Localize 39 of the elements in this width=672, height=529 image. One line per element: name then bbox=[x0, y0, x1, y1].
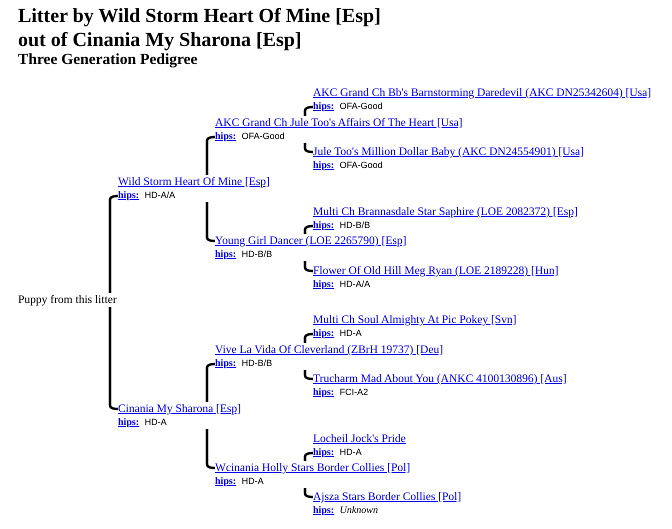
pedigree-brace bbox=[304, 370, 314, 380]
pedigree-brace bbox=[304, 106, 314, 116]
hips-rating: hips: HD-B/B bbox=[313, 219, 370, 232]
hips-rating: hips: Unknown bbox=[313, 504, 378, 517]
hips-rating: hips: FCI-A2 bbox=[313, 386, 368, 399]
hips-rating: hips: HD-A/A bbox=[313, 278, 370, 291]
pedigree-brace bbox=[304, 224, 314, 234]
dog-name-link: Cinania My Sharona [Esp] bbox=[118, 402, 241, 416]
hips-rating: hips: HD-A bbox=[313, 446, 362, 459]
hips-rating: hips: OFA-Good bbox=[313, 159, 383, 172]
hips-rating: hips: HD-B/B bbox=[215, 357, 272, 370]
pedigree-brace bbox=[304, 332, 314, 343]
dog-name-link: Young Girl Dancer (LOE 2265790) [Esp] bbox=[215, 234, 406, 248]
pedigree-title: Litter by Wild Storm Heart Of Mine [Esp] out of Cinania My Sharona [Esp] bbox=[18, 4, 382, 52]
dog-name-link: Wild Storm Heart Of Mine [Esp] bbox=[118, 175, 270, 189]
hips-rating: hips: HD-A bbox=[118, 416, 167, 429]
subtitle: Three Generation Pedigree bbox=[18, 51, 198, 69]
dog-name-link: Trucharm Mad About You (ANKC 4100130896) [Aus] bbox=[313, 372, 567, 386]
hips-rating: hips: OFA-Good bbox=[313, 100, 383, 113]
hips-rating: hips: OFA-Good bbox=[215, 130, 285, 143]
dog-name-link: Vive La Vida Of Cleverland (ZBrH 19737) [Deu] bbox=[215, 343, 444, 357]
pedigree-brace bbox=[304, 452, 314, 461]
dog-name-link: Ajsza Stars Border Collies [Pol] bbox=[313, 490, 462, 504]
dog-name-link: AKC Grand Ch Bb's Barnstorming Daredevil (AKC DN25342604) [Usa] bbox=[313, 86, 652, 100]
hips-rating: hips: HD-A bbox=[215, 475, 264, 488]
hips-rating: hips: HD-A/A bbox=[118, 189, 176, 202]
pedigree-brace bbox=[304, 143, 314, 154]
pedigree-brace bbox=[304, 488, 314, 498]
dog-name-link: Wcinania Holly Stars Border Collies [Pol] bbox=[215, 461, 410, 475]
dog-name-link: Jule Too's Million Dollar Baby (AKC DN24554901) [Usa] bbox=[313, 145, 584, 159]
hips-rating: hips: HD-B/B bbox=[215, 248, 272, 261]
dog-name-link: Multi Ch Brannasdale Star Saphire (LOE 2082372) [Esp] bbox=[313, 205, 578, 219]
dog-name-link: Multi Ch Soul Almighty At Pic Pokey [Svn] bbox=[313, 313, 517, 327]
hips-rating: hips: HD-A bbox=[313, 327, 362, 340]
pedigree-brace bbox=[304, 261, 314, 272]
puppy-label: Puppy from this litter bbox=[18, 293, 117, 307]
dog-name-link: Flower Of Old Hill Meg Ryan (LOE 2189228) [Hun] bbox=[313, 264, 558, 278]
dog-name-link: Locheil Jock's Pride bbox=[313, 432, 406, 446]
dog-name-link: AKC Grand Ch Jule Too's Affairs Of The Heart [Usa] bbox=[215, 116, 463, 130]
